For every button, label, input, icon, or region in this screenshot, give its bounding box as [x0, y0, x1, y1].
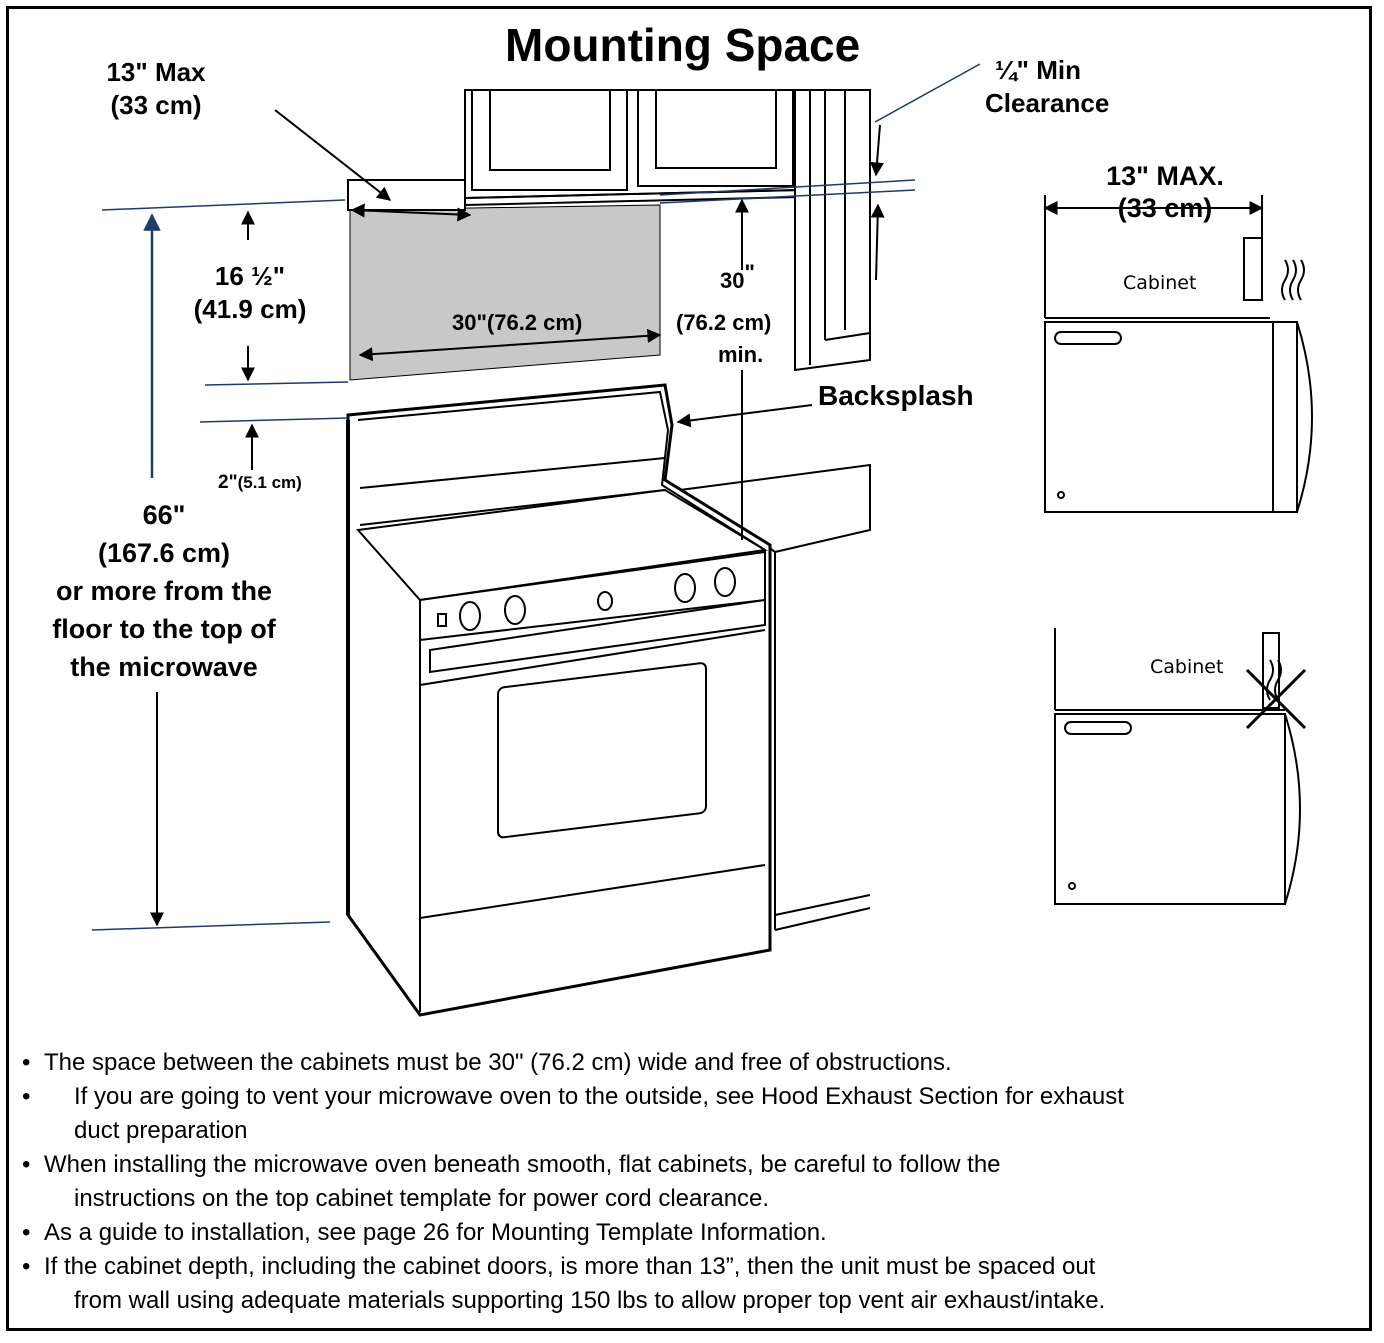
note-item: •When installing the microwave oven bene…	[22, 1151, 1001, 1212]
note-item: •If you are going to vent your microwave…	[22, 1083, 1124, 1144]
dimension-arrows	[241, 109, 885, 540]
side-view-correct	[1043, 195, 1313, 513]
note-item: •As a guide to installation, see page 26…	[22, 1219, 827, 1246]
side-cabinet	[794, 89, 871, 372]
cross-mark-icon	[1245, 668, 1307, 730]
wall-space	[349, 204, 661, 381]
side-max-depth-label: 13" MAX. (33 cm)	[1106, 161, 1224, 223]
cabinet-label-bottom: Cabinet	[1150, 656, 1224, 678]
installation-notes: •The space between the cabinets must be …	[22, 1046, 1352, 1318]
backsplash-label: Backsplash	[818, 380, 974, 411]
max-depth-label: 13" Max(33 cm)	[106, 57, 206, 120]
height-16-label: 16 ½"(41.9 cm)	[193, 261, 307, 324]
width-30-min-text: min.	[718, 342, 764, 367]
reference-lines	[91, 63, 981, 931]
note-item: •The space between the cabinets must be …	[22, 1049, 952, 1076]
range-knobs	[437, 567, 736, 631]
width-30-label: 30"(76.2 cm)	[452, 310, 583, 335]
side-view-incorrect	[1054, 628, 1301, 905]
cabinet-label-top: Cabinet	[1123, 272, 1197, 294]
diagram-title: Mounting Space	[505, 19, 861, 71]
width-30-min-number: 30"	[720, 260, 755, 293]
floor-height-label: 66" (167.6 cm) or more from the floor to…	[52, 500, 276, 682]
width-30-min-metric: (76.2 cm)	[676, 310, 772, 335]
range	[346, 383, 772, 1017]
upper-cabinets	[347, 89, 801, 211]
note-item: •If the cabinet depth, including the cab…	[22, 1253, 1106, 1314]
gap-2-label: 2"(5.1 cm)	[218, 472, 302, 493]
